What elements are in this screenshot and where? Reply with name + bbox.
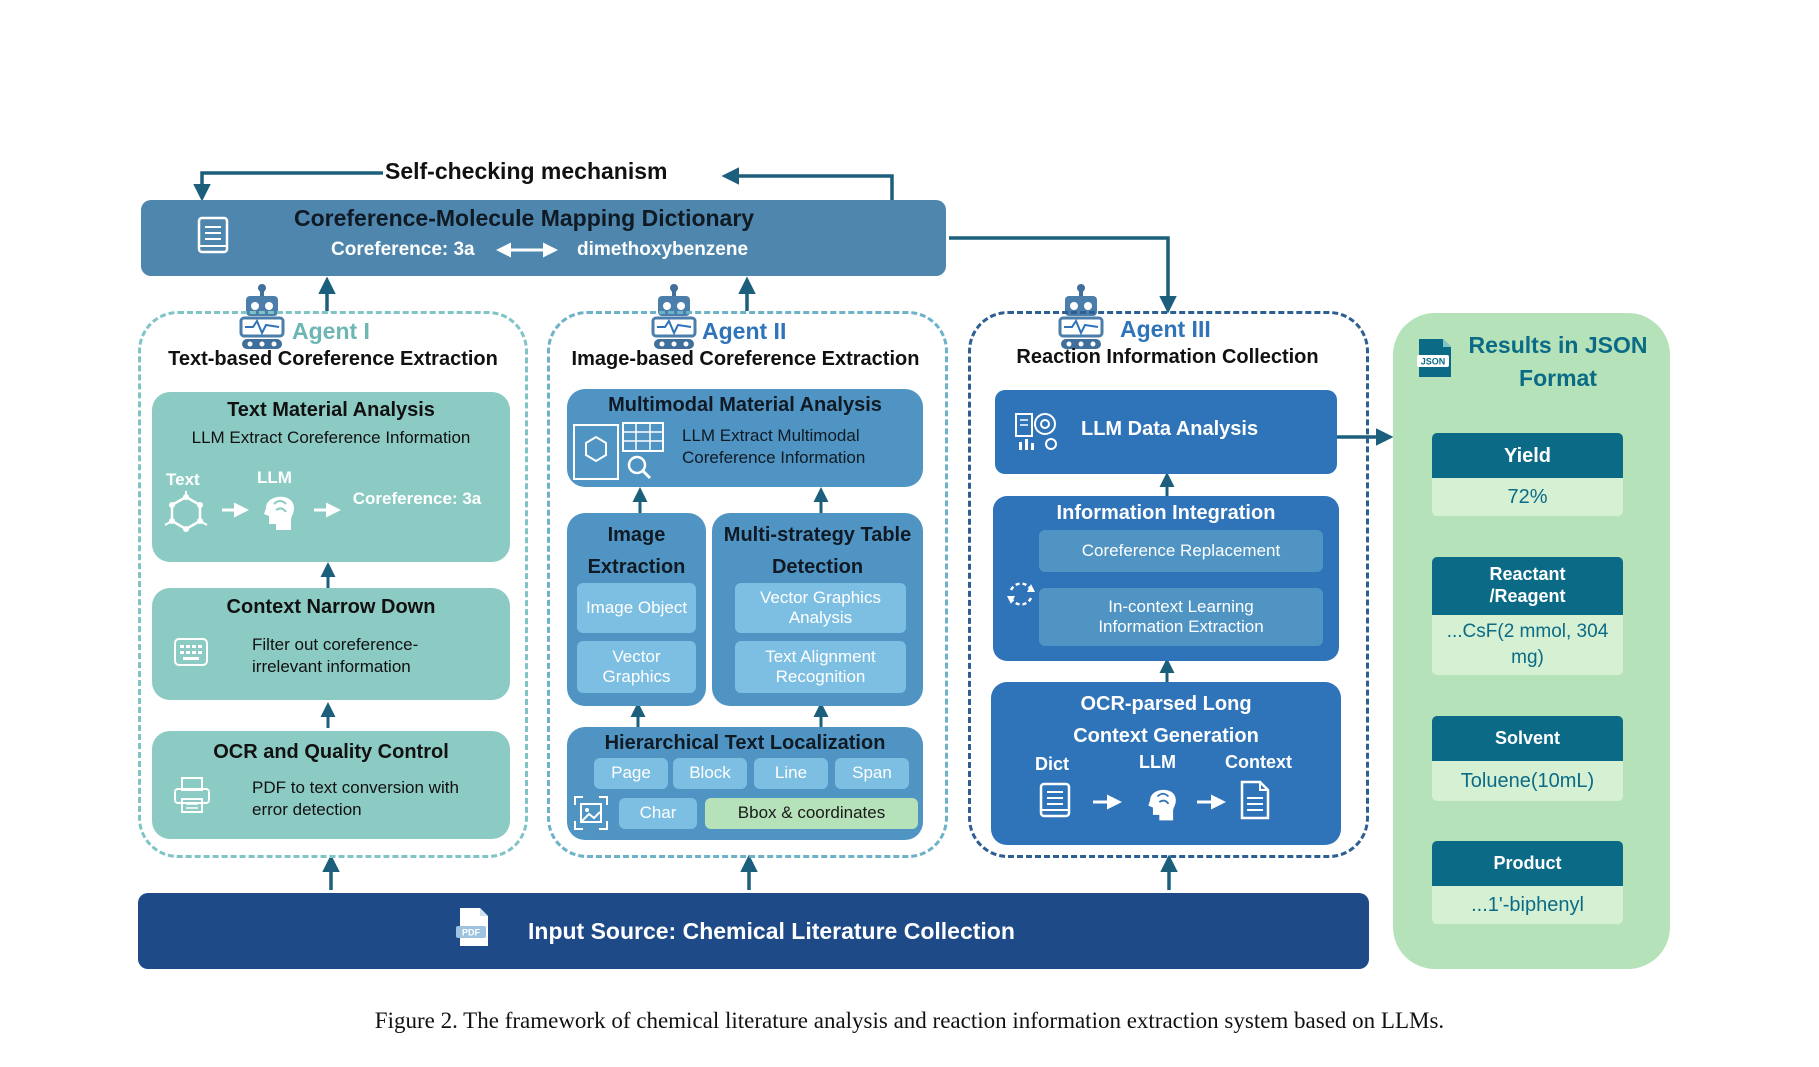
right-arrow-icon: [1093, 794, 1122, 810]
vector-graphics-item: Vector Graphics: [577, 641, 696, 693]
svg-text:PDF: PDF: [462, 928, 481, 938]
molecule-icon: [162, 489, 210, 542]
figure-caption: Figure 2. The framework of chemical lite…: [374, 1008, 1445, 1033]
multimodal-desc: LLM Extract Multimodal Coreference Infor…: [682, 426, 866, 468]
results-panel: JSON Results in JSON Format Yield 72% Re…: [1393, 313, 1670, 969]
keyboard-icon: [174, 638, 208, 671]
ocr-parsed-title: OCR-parsed Long Context Generation: [1073, 693, 1259, 747]
document-icon: [1239, 780, 1271, 825]
solvent-value: Toluene(10mL): [1432, 761, 1623, 801]
context-narrow-down: Context Narrow Down Filter out coreferen…: [152, 588, 510, 700]
dictionary-title: Coreference-Molecule Mapping Dictionary: [294, 205, 755, 231]
agent1-container: [138, 311, 528, 858]
multimodal-title: Multimodal Material Analysis: [608, 394, 882, 416]
book-icon: [1039, 782, 1071, 825]
solvent-key: Solvent: [1432, 716, 1623, 761]
agent2-title: Image-based Coreference Extraction: [571, 348, 920, 370]
text-alignment-item: Text Alignment Recognition: [735, 641, 906, 693]
yield-value: 72%: [1432, 478, 1623, 516]
image-extraction: Image Extraction Image Object Vector Gra…: [567, 513, 706, 706]
brain-head-icon: [1143, 780, 1183, 829]
self-check-right-arrow: [721, 167, 894, 201]
agent2-name: Agent II: [702, 318, 787, 344]
printer-icon: [172, 775, 212, 820]
hierarchical-text-localization: Hierarchical Text Localization Page Bloc…: [567, 727, 923, 840]
product-key: Product: [1432, 841, 1623, 886]
multimodal-material-analysis: Multimodal Material Analysis LLM Extract…: [567, 389, 923, 487]
ocr-quality-control: OCR and Quality Control PDF to text conv…: [152, 731, 510, 839]
page-item: Page: [594, 758, 668, 789]
table-detection: Multi-strategy Table Detection Vector Gr…: [712, 513, 923, 706]
agent2-container: [547, 311, 948, 858]
right-arrow-icon: [314, 502, 341, 518]
ocr-parsed-context: OCR-parsed Long Context Generation Dict …: [991, 682, 1341, 845]
span-item: Span: [835, 758, 909, 789]
narrow-desc: Filter out coreference-irrelevant inform…: [252, 635, 419, 677]
context-label: Context: [1225, 752, 1292, 772]
agent3-container: [968, 311, 1369, 858]
pdf-icon: PDF: [454, 906, 492, 953]
coreference-replacement-item: Coreference Replacement: [1039, 530, 1323, 572]
in-context-learning-item: In-context Learning Information Extracti…: [1039, 588, 1323, 646]
svg-text:JSON: JSON: [1421, 357, 1446, 367]
json-file-icon: JSON: [1415, 337, 1455, 384]
self-check-label: Self-checking mechanism: [385, 158, 668, 184]
dictionary-molecule: dimethoxybenzene: [577, 239, 749, 260]
mapping-dictionary: Coreference-Molecule Mapping Dictionary …: [141, 200, 946, 276]
brain-head-icon: [260, 486, 300, 539]
book-icon: [196, 216, 230, 261]
line-item: Line: [754, 758, 828, 789]
hierarchical-title: Hierarchical Text Localization: [604, 732, 886, 754]
char-item: Char: [619, 798, 697, 829]
image-frame-icon: [573, 795, 609, 836]
data-analysis-icon: [1015, 410, 1061, 457]
reactant-key: Reactant /Reagent: [1432, 557, 1623, 615]
text-analysis-title: Text Material Analysis: [227, 399, 435, 421]
dict-label: Dict: [1035, 754, 1070, 774]
refresh-icon: [1005, 578, 1037, 615]
input-source-bar: PDF Input Source: Chemical Literature Co…: [138, 893, 1369, 969]
narrow-title: Context Narrow Down: [226, 596, 436, 618]
text-label: Text: [166, 470, 200, 489]
coreference-result: Coreference: 3a: [352, 489, 482, 508]
yield-key: Yield: [1432, 433, 1623, 478]
self-check-left-arrow: [193, 171, 383, 202]
llm-data-analysis: LLM Data Analysis: [995, 390, 1337, 474]
ocr-title: OCR and Quality Control: [213, 741, 449, 763]
llm-label-a3: LLM: [1139, 752, 1176, 772]
double-arrow-icon: [496, 242, 558, 258]
product-value: ...1'-biphenyl: [1432, 886, 1623, 924]
agent3-title: Reaction Information Collection: [1016, 346, 1319, 368]
llm-label: LLM: [257, 468, 292, 487]
agent1-name: Agent I: [292, 318, 370, 344]
right-arrow-icon: [1197, 794, 1226, 810]
molecule-grid-search-icon: [573, 421, 665, 486]
results-title: Results in JSON Format: [1468, 332, 1648, 392]
reactant-value: ...CsF(2 mmol, 304 mg): [1432, 615, 1623, 675]
dict-to-agent3-arrow: [949, 236, 1177, 314]
ocr-desc: PDF to text conversion with error detect…: [252, 778, 459, 820]
vector-graphics-analysis-item: Vector Graphics Analysis: [735, 583, 906, 633]
information-integration: Information Integration Coreference Repl…: [993, 496, 1339, 661]
right-arrow-icon: [222, 502, 249, 518]
agent1-title: Text-based Coreference Extraction: [168, 348, 498, 370]
integration-title: Information Integration: [1056, 502, 1276, 524]
agent3-name: Agent III: [1120, 316, 1211, 342]
block-item: Block: [673, 758, 747, 789]
text-analysis-subtitle: LLM Extract Coreference Information: [191, 428, 471, 447]
bbox-coordinates-item: Bbox & coordinates: [705, 798, 918, 829]
table-detection-title: Multi-strategy Table Detection: [723, 524, 912, 578]
llm-analysis-title: LLM Data Analysis: [1081, 418, 1259, 440]
dictionary-coref: Coreference: 3a: [331, 239, 475, 260]
image-object-item: Image Object: [577, 583, 696, 633]
image-extraction-title: Image Extraction: [587, 524, 686, 578]
input-source-label: Input Source: Chemical Literature Collec…: [528, 918, 1015, 944]
text-material-analysis: Text Material Analysis LLM Extract Coref…: [152, 392, 510, 562]
